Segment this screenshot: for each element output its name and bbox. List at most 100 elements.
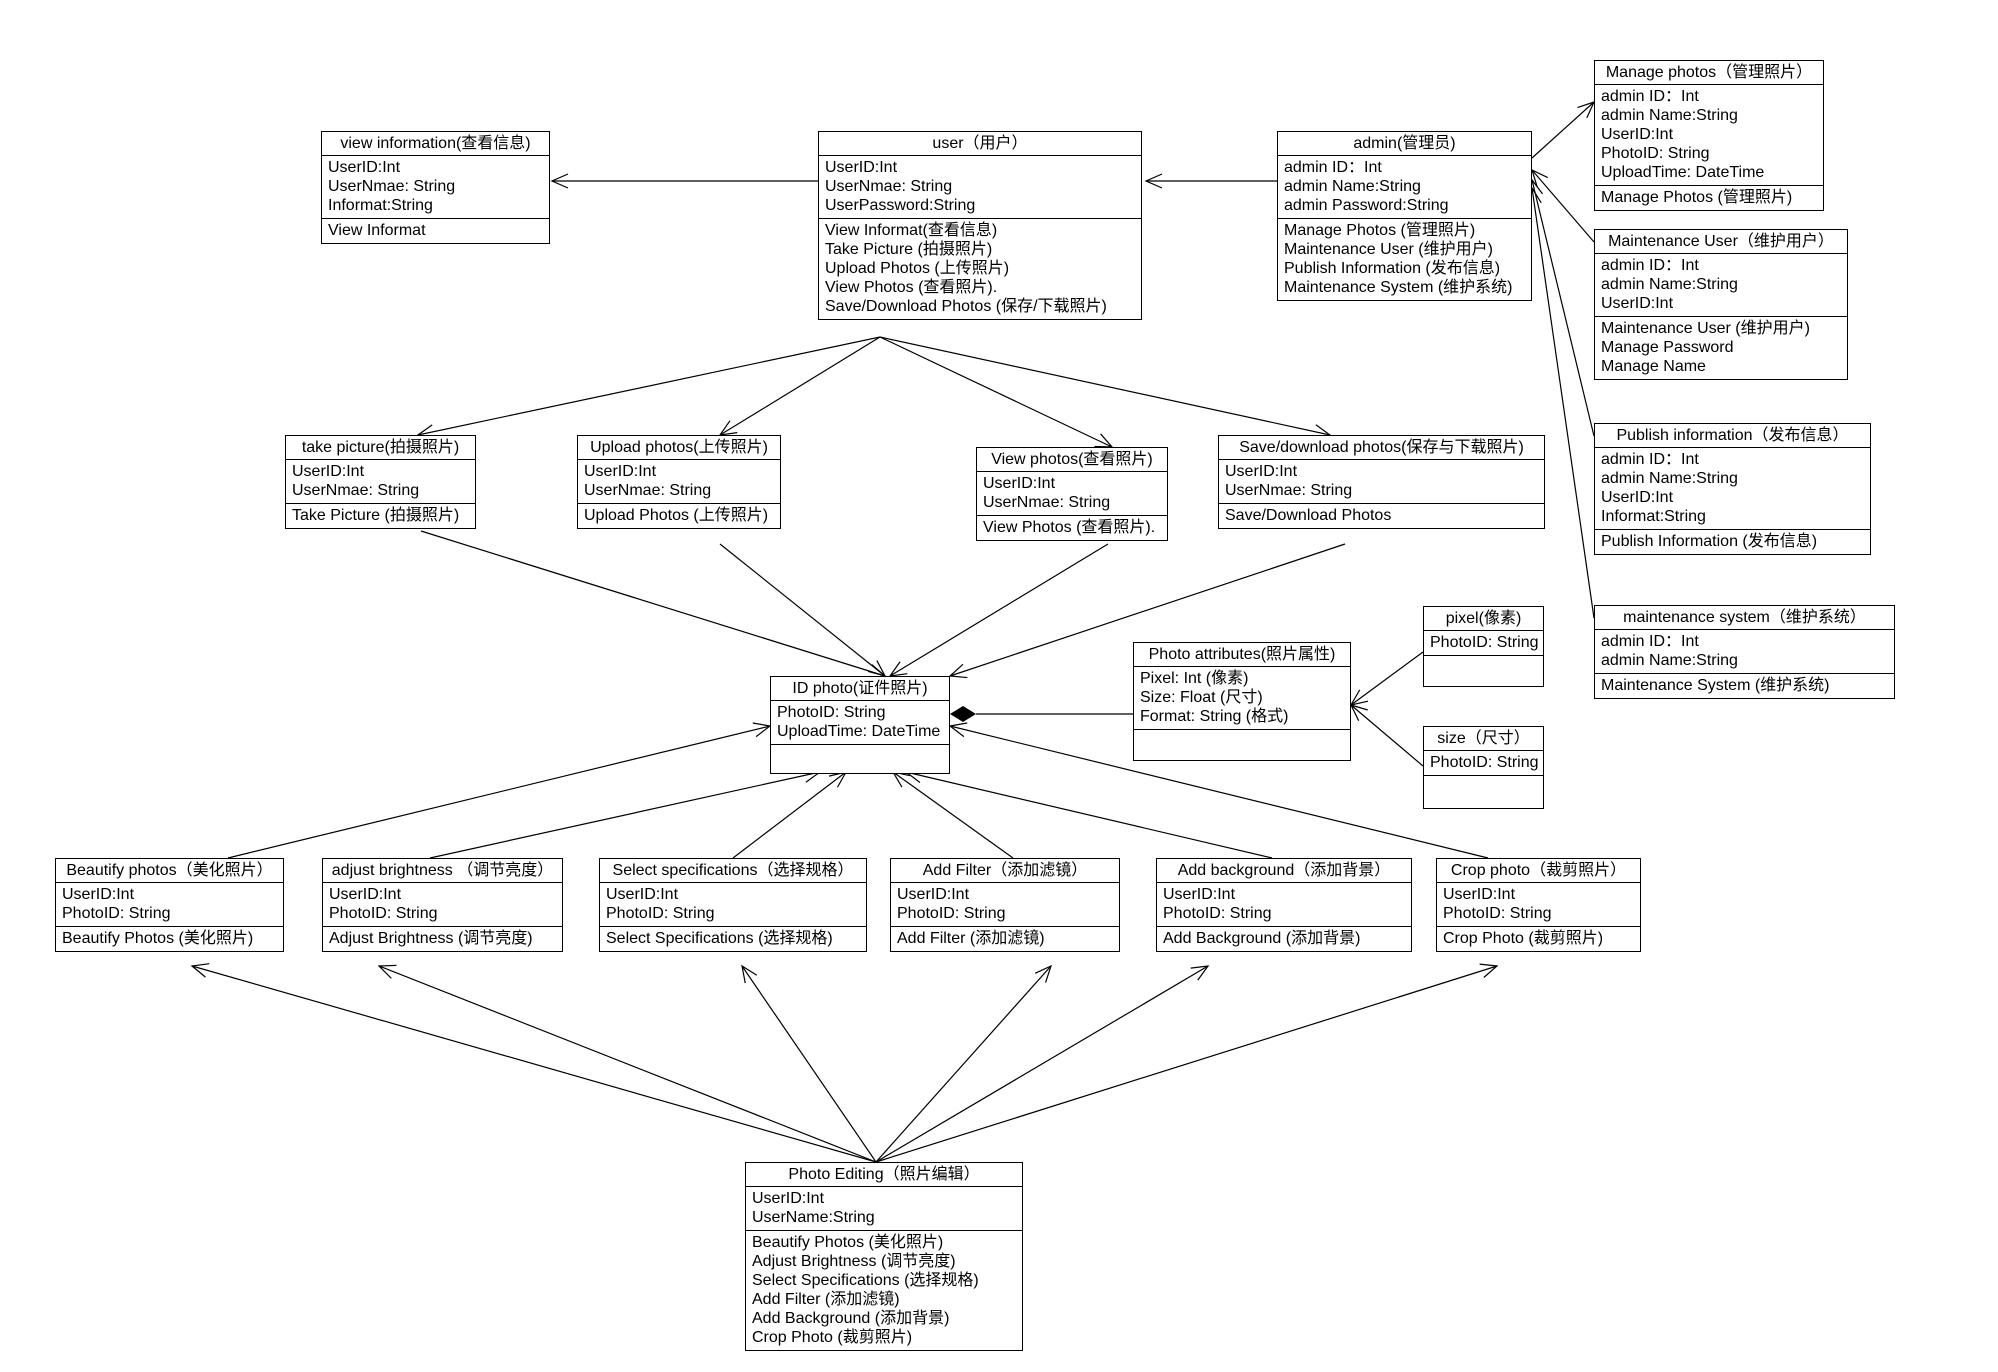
class-title: view information(查看信息) [322, 132, 549, 156]
method: Take Picture (拍摄照片) [825, 241, 993, 258]
class-title: Manage photos（管理照片） [1595, 61, 1823, 85]
attribute: UserNmae: String [1225, 482, 1353, 499]
attribute: UserID:Int [1225, 463, 1298, 480]
relation-line [892, 771, 1014, 859]
method: Add Filter (添加滤镜) [897, 930, 1045, 947]
attribute: UserNmae: String [328, 178, 456, 195]
attribute: UserName:String [752, 1209, 875, 1226]
relation-line [1531, 101, 1595, 159]
relation-photo-editing-to-crop [875, 963, 1499, 1163]
class-title: Beautify photos（美化照片） [56, 859, 283, 883]
class-title: Maintenance User（维护用户） [1595, 230, 1847, 254]
attribute: UserID:Int [1443, 886, 1516, 903]
method: Manage Password [1601, 339, 1734, 356]
relation-line [420, 530, 886, 677]
method: Save/Download Photos [1225, 507, 1392, 524]
attribute: Informat:String [328, 197, 433, 214]
attribute: Format: String (格式) [1140, 708, 1289, 725]
class-methods [1424, 656, 1543, 680]
attribute: UserID:Int [752, 1190, 825, 1207]
attribute: PhotoID: String [62, 905, 171, 922]
relation-brightness-to-id-photo [429, 768, 822, 859]
attribute: admin ID：Int [1601, 451, 1699, 468]
relation-maintenance-user-to-admin [1531, 168, 1595, 243]
class-box-pixel[interactable]: pixel(像素) PhotoID: String [1423, 606, 1544, 687]
attribute: UserID:Int [329, 886, 402, 903]
class-methods [771, 745, 949, 769]
relation-line [875, 965, 1209, 1163]
open-arrowhead [550, 173, 569, 189]
open-arrowhead [1190, 965, 1210, 981]
attribute: PhotoID: String [1430, 634, 1539, 651]
relation-line [875, 965, 1052, 1163]
open-arrowhead [948, 722, 968, 738]
attribute: PhotoID: String [1163, 905, 1272, 922]
method: Beautify Photos (美化照片) [752, 1234, 944, 1251]
method: Add Background (添加背景) [752, 1310, 950, 1327]
class-methods: Take Picture (拍摄照片) [286, 504, 475, 528]
relation-line [732, 771, 847, 859]
open-arrowhead [1349, 689, 1369, 706]
class-title: Upload photos(上传照片) [578, 436, 780, 460]
relation-user-to-take-picture [416, 336, 881, 440]
relation-take-picture-to-id-photo [420, 530, 887, 679]
relation-line [719, 336, 881, 436]
class-methods: Crop Photo (裁剪照片) [1437, 927, 1640, 951]
method: Maintenance User (维护用户) [1601, 320, 1810, 337]
class-title: take picture(拍摄照片) [286, 436, 475, 460]
relation-size-to-photo-attributes [1349, 704, 1424, 767]
class-box-photo-attributes[interactable]: Photo attributes(照片属性)Pixel: Int (像素)Siz… [1133, 642, 1351, 761]
class-box-size[interactable]: size（尺寸）PhotoID: String [1423, 726, 1544, 809]
relation-filter-to-id-photo [891, 771, 1014, 859]
class-title: pixel(像素) [1424, 607, 1543, 631]
method: Beautify Photos (美化照片) [62, 930, 254, 947]
open-arrowhead [867, 660, 887, 677]
open-arrowhead [891, 771, 911, 788]
method: Maintenance System (维护系统) [1284, 279, 1513, 296]
method: View Photos (查看照片). [983, 519, 1156, 536]
open-arrowhead [1034, 964, 1052, 983]
relation-specifications-to-id-photo [732, 771, 848, 859]
class-methods [1134, 730, 1350, 754]
class-title: Save/download photos(保存与下载照片) [1219, 436, 1544, 460]
attribute: PhotoID: String [1443, 905, 1552, 922]
relation-user-to-upload-photos [718, 336, 881, 436]
class-title: Add Filter（添加滤镜） [891, 859, 1119, 883]
attribute: UserID:Int [897, 886, 970, 903]
open-arrowhead [752, 722, 772, 738]
relation-line [719, 543, 886, 677]
relation-line [905, 771, 1273, 859]
attribute: UserID:Int [1601, 295, 1674, 312]
open-arrowhead [1531, 168, 1549, 187]
attribute: Size: Float (尺寸) [1140, 689, 1263, 706]
